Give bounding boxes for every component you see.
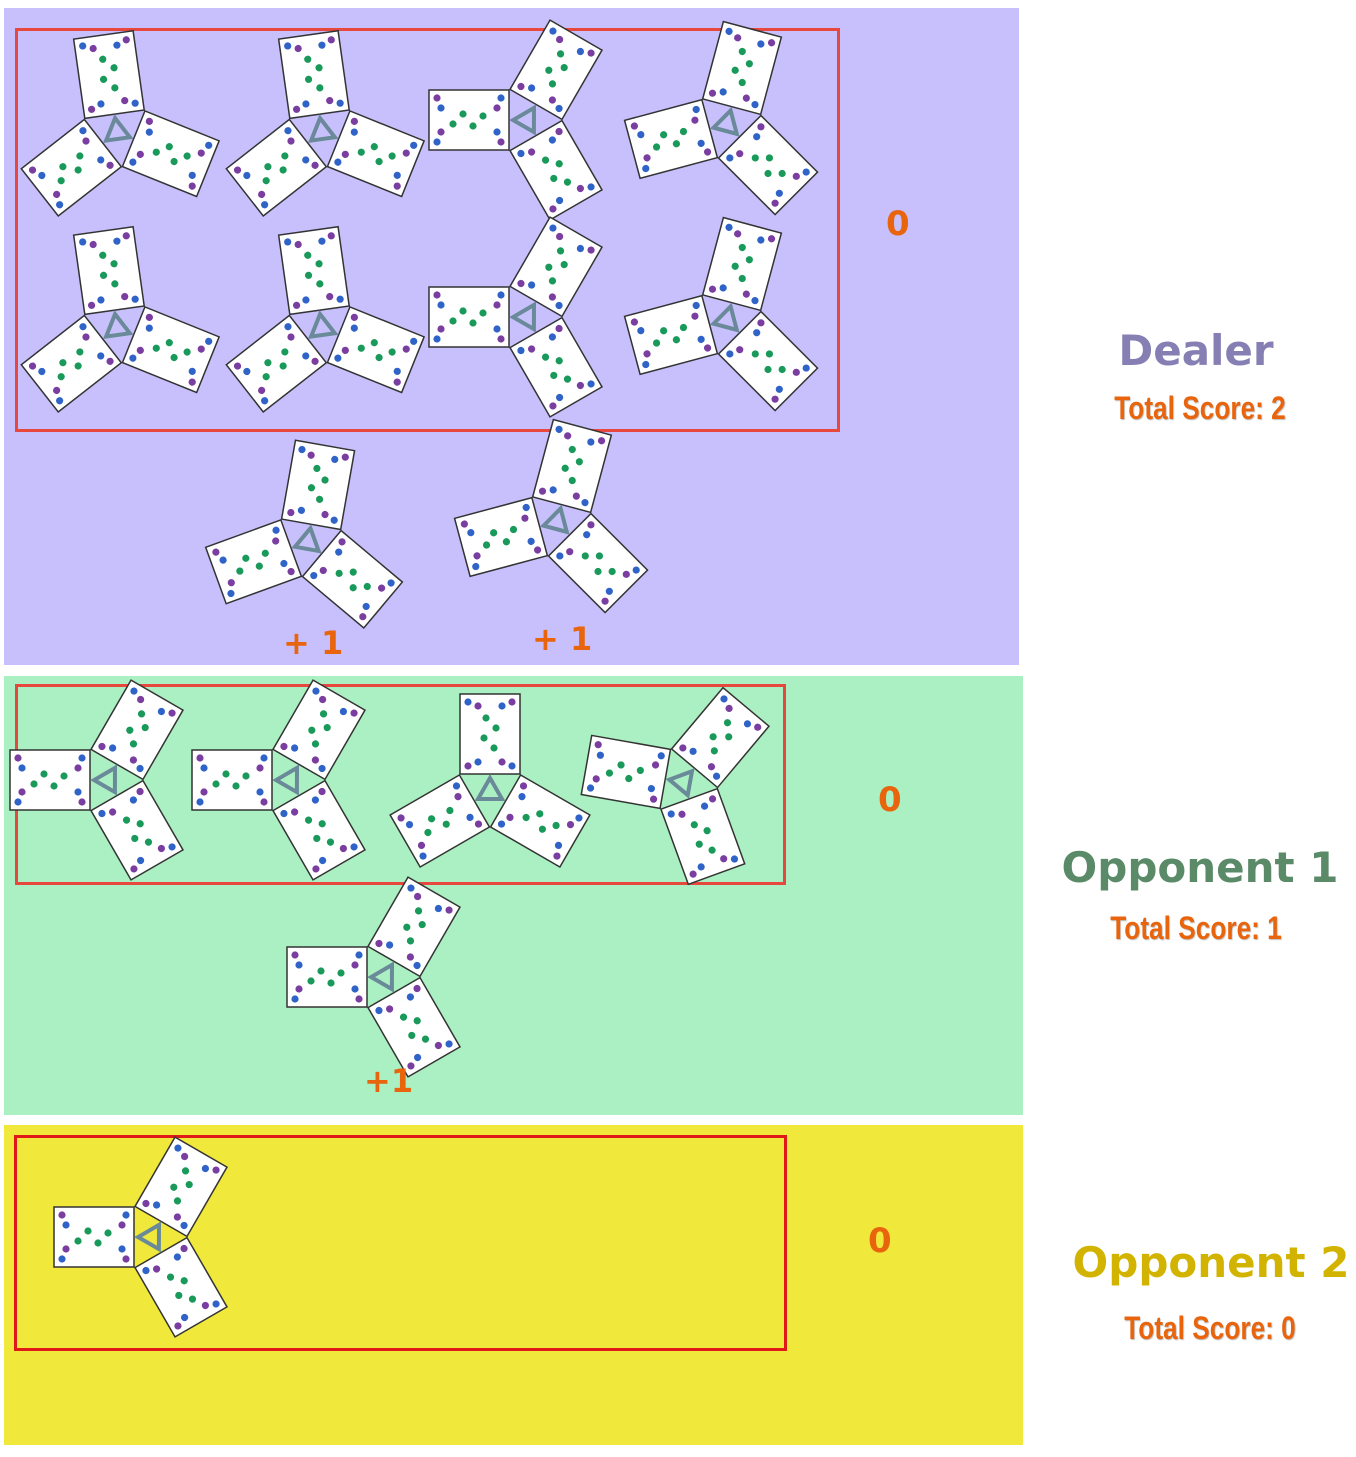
opponent1-group-score: 0	[878, 780, 902, 820]
opponent2-group-score: 0	[868, 1221, 892, 1261]
dealer-bonus-2: + 1	[532, 620, 593, 658]
opponent2-name: Opponent 2	[1072, 1238, 1350, 1287]
dealer-bonus-1: + 1	[283, 624, 344, 662]
dealer-fan-6	[222, 225, 426, 416]
opponent2-total-score: Total Score: 0	[1124, 1310, 1296, 1346]
dealer-fan-2	[222, 29, 426, 220]
dealer-group-score: 0	[886, 204, 910, 244]
opponent1-fan-5	[285, 876, 485, 1078]
dealer-scored-group	[15, 28, 840, 432]
opponent1-name: Opponent 1	[1061, 843, 1339, 892]
dealer-fan-3	[427, 19, 627, 221]
dealer-name: Dealer	[1118, 326, 1274, 375]
dealer-fan-4	[623, 20, 827, 216]
dealer-fan-7	[427, 216, 627, 418]
dealer-fan-10	[453, 418, 657, 614]
opponent1-fan-1	[8, 679, 208, 881]
opponent1-fan-2	[190, 679, 390, 881]
dealer-fan-8	[623, 216, 827, 412]
opponent1-fan-3	[389, 693, 591, 880]
dealer-fan-1	[17, 29, 221, 220]
opponent1-total-score: Total Score: 1	[1110, 910, 1282, 946]
opponent1-bonus-1: +1	[364, 1062, 414, 1100]
opponent2-scored-group	[14, 1135, 787, 1351]
opponent1-fan-4	[580, 686, 783, 886]
dealer-total-score: Total Score: 2	[1114, 390, 1286, 426]
dealer-fan-9	[204, 439, 408, 630]
opponent2-fan-1	[52, 1136, 252, 1338]
dealer-fan-5	[17, 225, 221, 416]
